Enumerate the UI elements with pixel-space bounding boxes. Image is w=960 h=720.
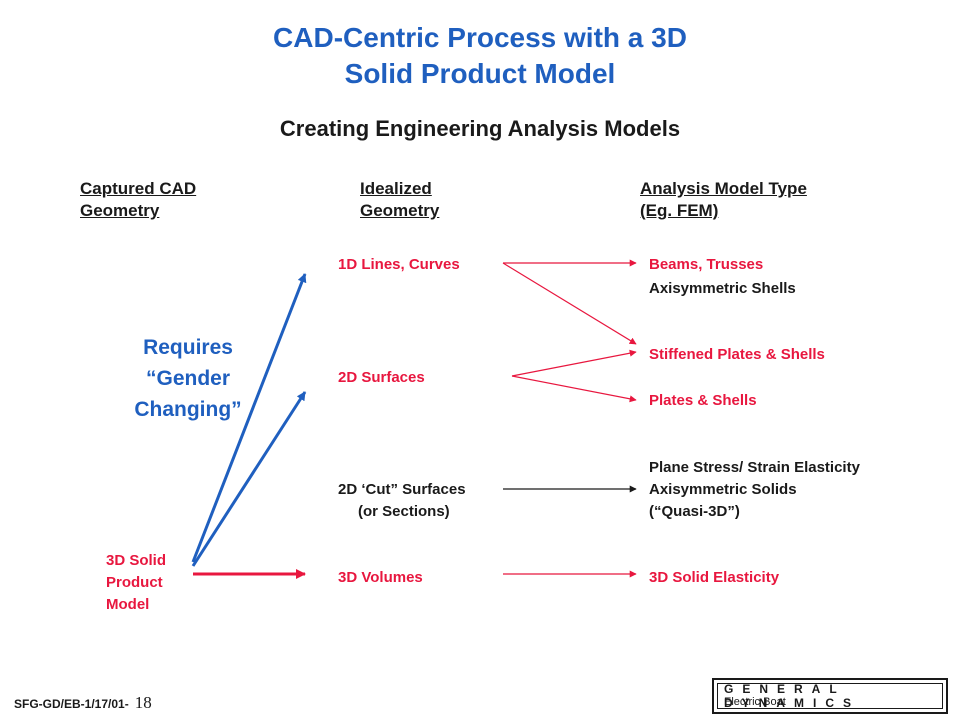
page-subtitle: Creating Engineering Analysis Models — [279, 116, 681, 141]
idealized-sections: (or Sections) — [358, 503, 450, 520]
analysis-axisymmetric-shells: Axisymmetric Shells — [649, 280, 796, 297]
source-line3: Model — [106, 596, 150, 613]
column-header-captured-line2: Geometry — [80, 201, 160, 220]
footer-code: SFG-GD/EB-1/17/01- 18 — [14, 693, 152, 713]
logo-line1: GENERAL DYNAMICS — [724, 682, 861, 710]
arrow-solid-to-lines — [191, 273, 307, 563]
logo-line2: Electric Boat — [724, 696, 786, 708]
column-header-captured-line1: Captured CAD — [80, 179, 197, 198]
footer-code-text: SFG-GD/EB-1/17/01- — [14, 697, 129, 711]
general-dynamics-logo: GENERAL DYNAMICS Electric Boat — [712, 678, 948, 714]
source-3d-solid-model: 3D Solid Product Model — [106, 550, 166, 616]
column-header-idealized: Idealized Geometry — [360, 178, 439, 222]
note-line1: Requires — [143, 336, 233, 359]
analysis-axisymmetric-solids: Axisymmetric Solids — [649, 481, 797, 498]
analysis-plane-stress: Plane Stress/ Strain Elasticity — [649, 459, 860, 476]
arrow-surfaces-to-stiffened — [511, 349, 637, 377]
gender-changing-note: Requires “Gender Changing” — [118, 332, 258, 425]
column-header-idealized-line2: Geometry — [360, 201, 440, 220]
page-number: 18 — [134, 693, 152, 712]
analysis-beams-trusses: Beams, Trusses — [649, 256, 764, 273]
arrow-lines-to-stiffened — [502, 262, 637, 345]
page-title-line2: Solid Product Model — [344, 58, 616, 89]
column-header-analysis-line2: (Eg. FEM) — [640, 201, 719, 220]
idealized-3d-volumes: 3D Volumes — [338, 569, 423, 586]
source-line1: 3D Solid — [106, 552, 167, 569]
column-header-idealized-line1: Idealized — [360, 179, 432, 198]
idealized-2d-surfaces: 2D Surfaces — [338, 369, 425, 386]
analysis-3d-solid-elasticity: 3D Solid Elasticity — [649, 569, 780, 586]
analysis-plates-shells: Plates & Shells — [649, 392, 757, 409]
idealized-1d-lines: 1D Lines, Curves — [338, 256, 460, 273]
column-header-analysis-line1: Analysis Model Type — [640, 179, 807, 198]
column-header-analysis: Analysis Model Type (Eg. FEM) — [640, 178, 807, 222]
idealized-2d-cut-surfaces: 2D ‘Cut” Surfaces — [338, 481, 466, 498]
analysis-quasi-3d: (“Quasi-3D”) — [649, 503, 740, 520]
analysis-stiffened-plates: Stiffened Plates & Shells — [649, 346, 825, 363]
arrow-solid-to-surfaces — [191, 391, 307, 567]
note-line3: Changing” — [134, 398, 242, 421]
page-title-line1: CAD-Centric Process with a 3D — [273, 22, 687, 53]
note-line2: “Gender — [145, 367, 231, 390]
arrow-surfaces-to-plates — [511, 375, 637, 403]
logo-inner-border — [717, 683, 943, 709]
column-header-captured: Captured CAD Geometry — [80, 178, 196, 222]
source-line2: Product — [106, 574, 163, 591]
